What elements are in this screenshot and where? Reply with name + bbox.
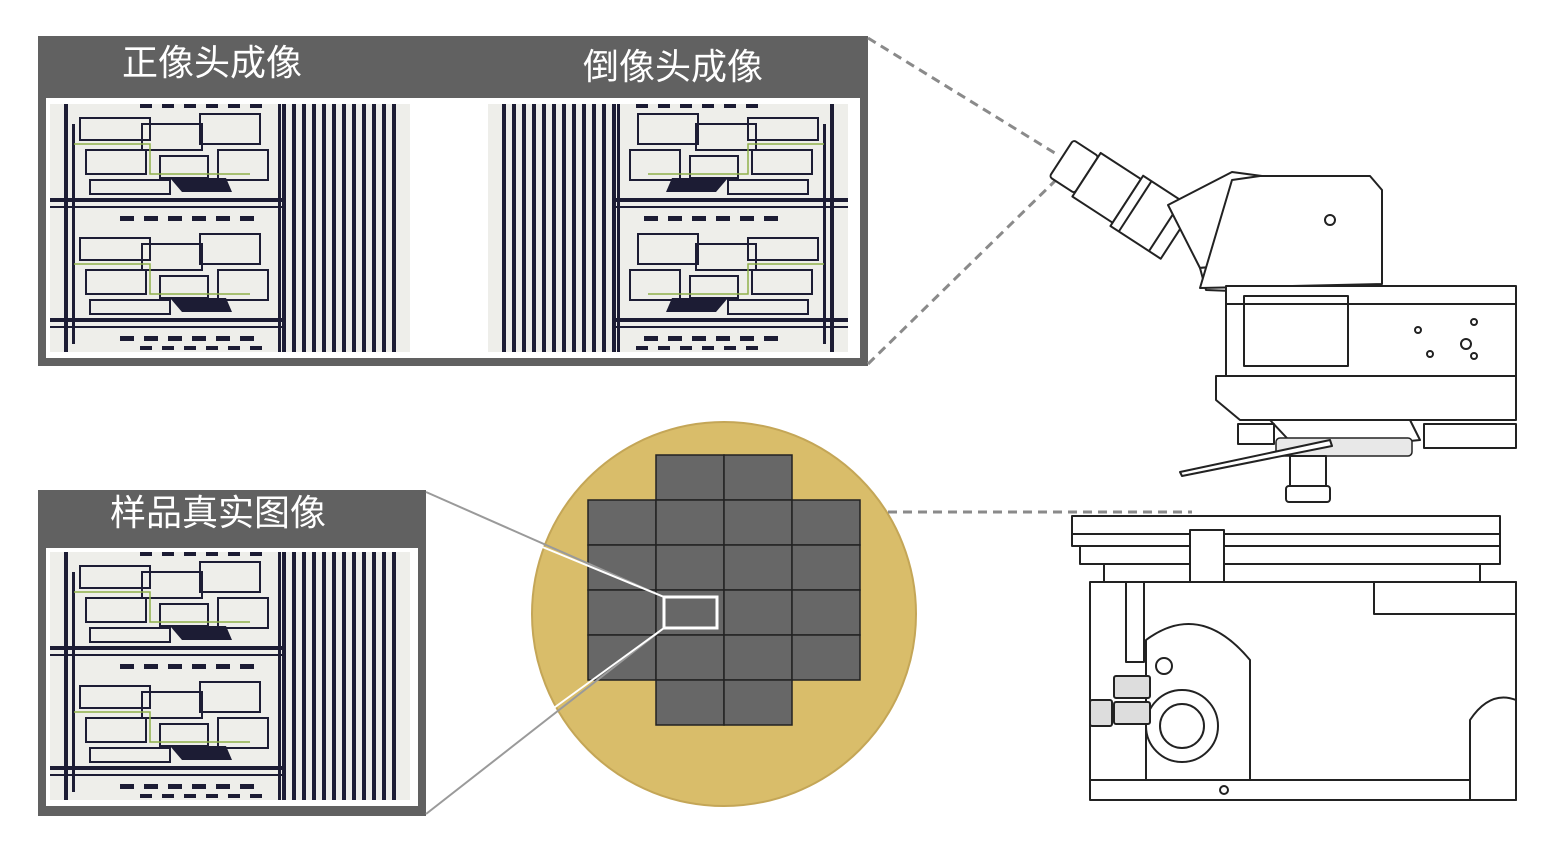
sample-image-title: 样品真实图像 bbox=[110, 493, 327, 534]
wafer-die bbox=[723, 499, 793, 546]
inverted-image-title: 倒像头成像 bbox=[583, 47, 764, 88]
wafer-die bbox=[655, 499, 725, 546]
erect-image-view bbox=[46, 98, 860, 358]
wafer-die bbox=[791, 634, 861, 681]
erect-circuit-image bbox=[50, 104, 410, 352]
nosepiece-knurl bbox=[1275, 437, 1413, 457]
wafer-die bbox=[723, 679, 793, 726]
inverted-circuit-image bbox=[488, 104, 848, 352]
wafer-die bbox=[655, 634, 725, 681]
sample-image-view bbox=[46, 548, 418, 806]
highlighted-die-box bbox=[662, 595, 719, 630]
sample-callout-lines bbox=[425, 491, 665, 815]
wafer-die bbox=[655, 544, 725, 591]
wafer-die bbox=[791, 589, 861, 636]
eyepiece-callout-lines bbox=[866, 36, 1060, 366]
erect-image-title: 正像头成像 bbox=[122, 43, 303, 84]
wafer-die bbox=[723, 454, 793, 501]
imaging-comparison-panel: 正像头成像 倒像头成像 bbox=[38, 36, 868, 366]
wafer-die bbox=[791, 499, 861, 546]
wafer-die bbox=[587, 589, 657, 636]
eyepiece bbox=[1049, 140, 1195, 260]
wafer-die bbox=[791, 544, 861, 591]
sample-circuit-image bbox=[50, 552, 410, 800]
wafer-die bbox=[723, 589, 793, 636]
sample-callout-inner bbox=[539, 545, 665, 719]
wafer-die bbox=[587, 499, 657, 546]
wafer-die bbox=[723, 634, 793, 681]
wafer-icon bbox=[531, 421, 917, 807]
wafer-die bbox=[655, 454, 725, 501]
wafer-die bbox=[655, 679, 725, 726]
microscope-icon bbox=[1049, 140, 1517, 801]
sample-image-panel: 样品真实图像 bbox=[38, 490, 426, 816]
wafer-die bbox=[723, 544, 793, 591]
